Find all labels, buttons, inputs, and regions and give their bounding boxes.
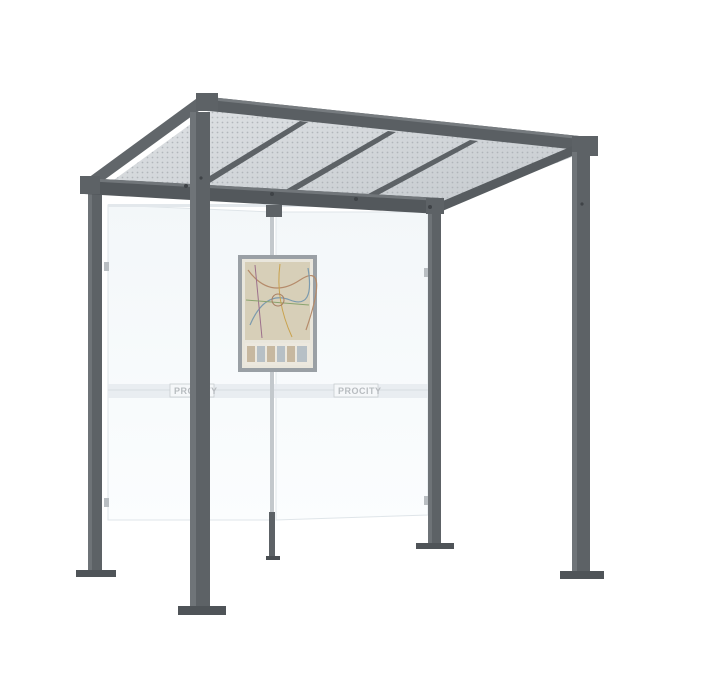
poster-map	[245, 262, 318, 340]
poster-frame	[238, 255, 318, 372]
post-base-plate	[76, 570, 116, 577]
poster-legend	[245, 343, 310, 365]
mullion-foot	[269, 512, 275, 558]
glass-clamp	[104, 498, 109, 507]
glass-clamp	[424, 268, 429, 277]
roof-corner-cap	[196, 93, 218, 111]
front-left-post	[178, 112, 226, 615]
post-base-plate	[178, 606, 226, 615]
roof-left-beam	[84, 96, 214, 183]
roof-rafter	[275, 131, 396, 197]
glass-clamp	[104, 262, 109, 271]
mullion-top-bracket	[266, 205, 282, 217]
post-base-plate	[416, 543, 454, 549]
roof-corner-cap	[572, 136, 598, 156]
roof-rafter	[355, 140, 478, 202]
roof-right-beam	[424, 142, 598, 212]
roof-front-beam	[84, 178, 440, 214]
roof-rafter	[190, 121, 308, 189]
back-left-post	[76, 183, 116, 577]
brand-mark-right: PROCITY	[333, 383, 382, 398]
back-right-post	[416, 210, 454, 549]
front-right-post	[560, 152, 604, 579]
post-base-plate	[560, 571, 604, 579]
roof	[80, 93, 598, 214]
roof-corner-cap	[426, 198, 444, 214]
roof-back-beam	[200, 96, 598, 152]
roof-corner-cap	[80, 176, 100, 194]
svg-text:PROCITY: PROCITY	[338, 386, 382, 396]
glass-clamp	[424, 496, 429, 505]
